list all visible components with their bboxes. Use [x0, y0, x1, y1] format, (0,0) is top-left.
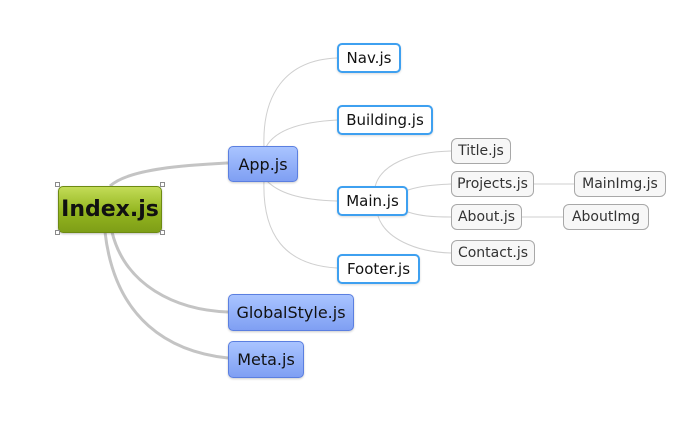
connector-app-main	[265, 179, 338, 202]
selection-handle-top-right[interactable]	[160, 182, 165, 187]
connector-main-about	[407, 211, 452, 218]
node-app[interactable]: App.js	[228, 146, 298, 182]
node-building[interactable]: Building.js	[337, 105, 433, 135]
connector-index-app	[108, 161, 229, 188]
node-meta[interactable]: Meta.js	[228, 341, 304, 378]
connector-main-contact	[377, 215, 452, 254]
node-nav[interactable]: Nav.js	[337, 43, 401, 73]
node-footer[interactable]: Footer.js	[337, 254, 420, 284]
node-contact[interactable]: Contact.js	[451, 240, 535, 266]
node-projects[interactable]: Projects.js	[451, 171, 534, 197]
node-mainimg[interactable]: MainImg.js	[574, 171, 666, 197]
connector-index-globalstyle	[110, 231, 229, 314]
selection-handle-top-left[interactable]	[55, 182, 60, 187]
node-title[interactable]: Title.js	[451, 138, 511, 164]
selection-handle-bottom-right[interactable]	[160, 230, 165, 235]
connector-app-footer	[263, 179, 338, 269]
selection-handle-bottom-left[interactable]	[55, 230, 60, 235]
node-main[interactable]: Main.js	[337, 186, 408, 216]
connector-index-meta	[103, 231, 229, 360]
node-index[interactable]: Index.js	[58, 186, 162, 233]
connector-app-building	[265, 119, 338, 148]
node-aboutimg[interactable]: AboutImg	[563, 204, 649, 230]
node-about[interactable]: About.js	[451, 204, 522, 230]
connector-app-nav	[263, 57, 338, 148]
connector-main-projects	[407, 183, 452, 191]
connector-main-title	[374, 150, 452, 188]
node-globalstyle[interactable]: GlobalStyle.js	[228, 294, 354, 331]
